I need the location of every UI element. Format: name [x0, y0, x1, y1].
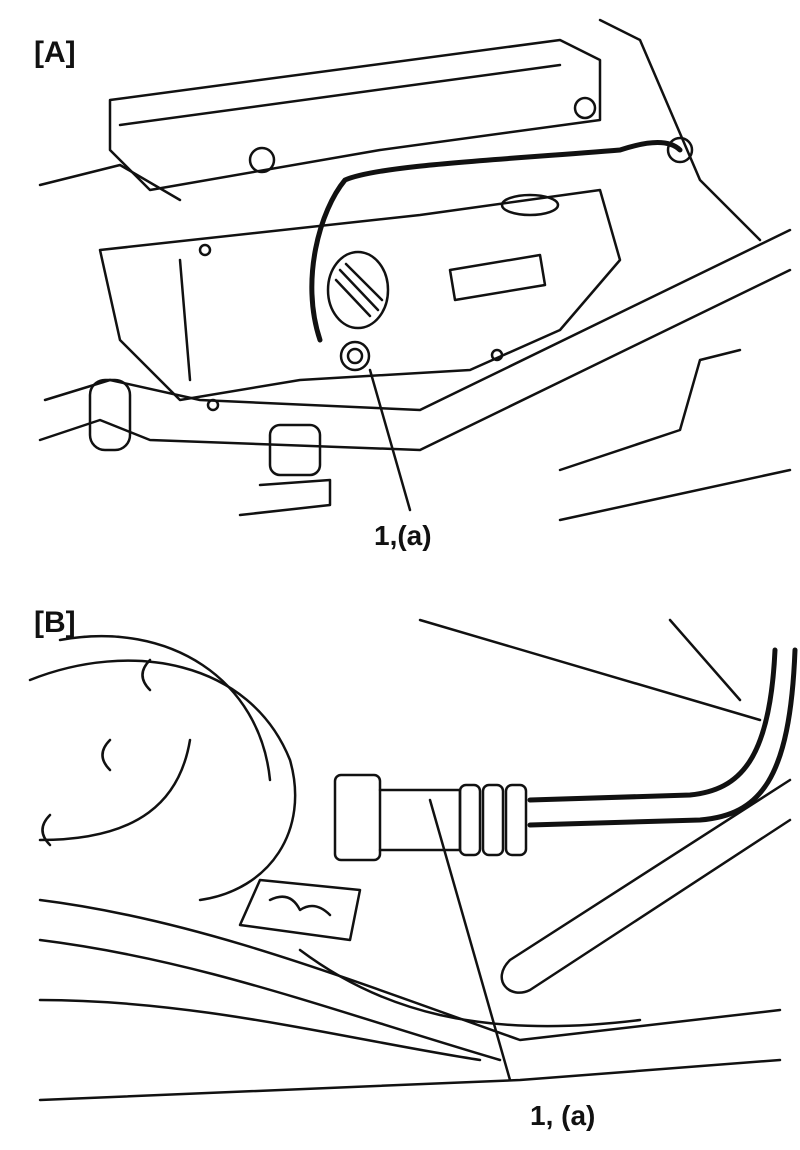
panel-a-label: [A] — [34, 36, 76, 69]
panel-a-drawing — [38, 18, 792, 522]
panel-b-drawing — [28, 618, 798, 1102]
panel-b-callout: 1, (a) — [530, 1100, 596, 1131]
panel-a-callout: 1,(a) — [374, 520, 432, 551]
panel-b-label: [B] — [34, 606, 76, 639]
